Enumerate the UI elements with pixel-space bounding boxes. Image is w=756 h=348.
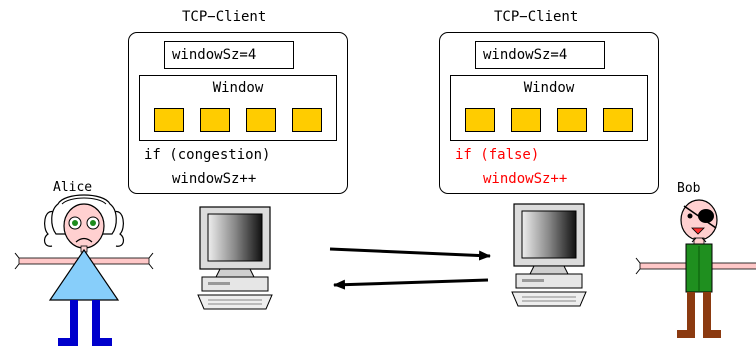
left-window-size: windowSz=4 [164,41,294,69]
arrow-to-alice [333,278,489,290]
left-client-box: windowSz=4 Window if (congestion) window… [128,32,348,194]
right-window-size: windowSz=4 [475,41,605,69]
right-window-label: Window [523,80,575,96]
right-client-box: windowSz=4 Window if (false) windowSz++ [439,32,659,194]
left-window: Window [139,75,337,141]
right-code-line1: if (false) [455,147,540,163]
left-client-title: TCP−Client [182,9,267,25]
arrows [329,247,491,290]
alice-label: Alice [53,180,93,195]
right-window-slot-4 [603,108,633,132]
alice-figure [14,194,154,346]
right-window-slot-2 [511,108,541,132]
right-client-title: TCP−Client [494,9,579,25]
bob-label: Bob [677,181,701,196]
right-window-slot-3 [557,108,587,132]
right-code-line2: windowSz++ [483,171,568,187]
left-window-slot-1 [154,108,184,132]
right-window: Window [450,75,648,141]
right-window-slot-1 [465,108,495,132]
bob-figure [635,199,756,338]
left-computer-icon [197,206,273,310]
arrow-to-bob [329,247,491,261]
left-code-line2: windowSz++ [172,171,257,187]
left-window-slot-3 [246,108,276,132]
left-window-slot-2 [200,108,230,132]
left-window-slot-4 [292,108,322,132]
left-code-line1: if (congestion) [144,147,271,163]
right-computer-icon [511,203,587,307]
left-window-label: Window [212,80,264,96]
